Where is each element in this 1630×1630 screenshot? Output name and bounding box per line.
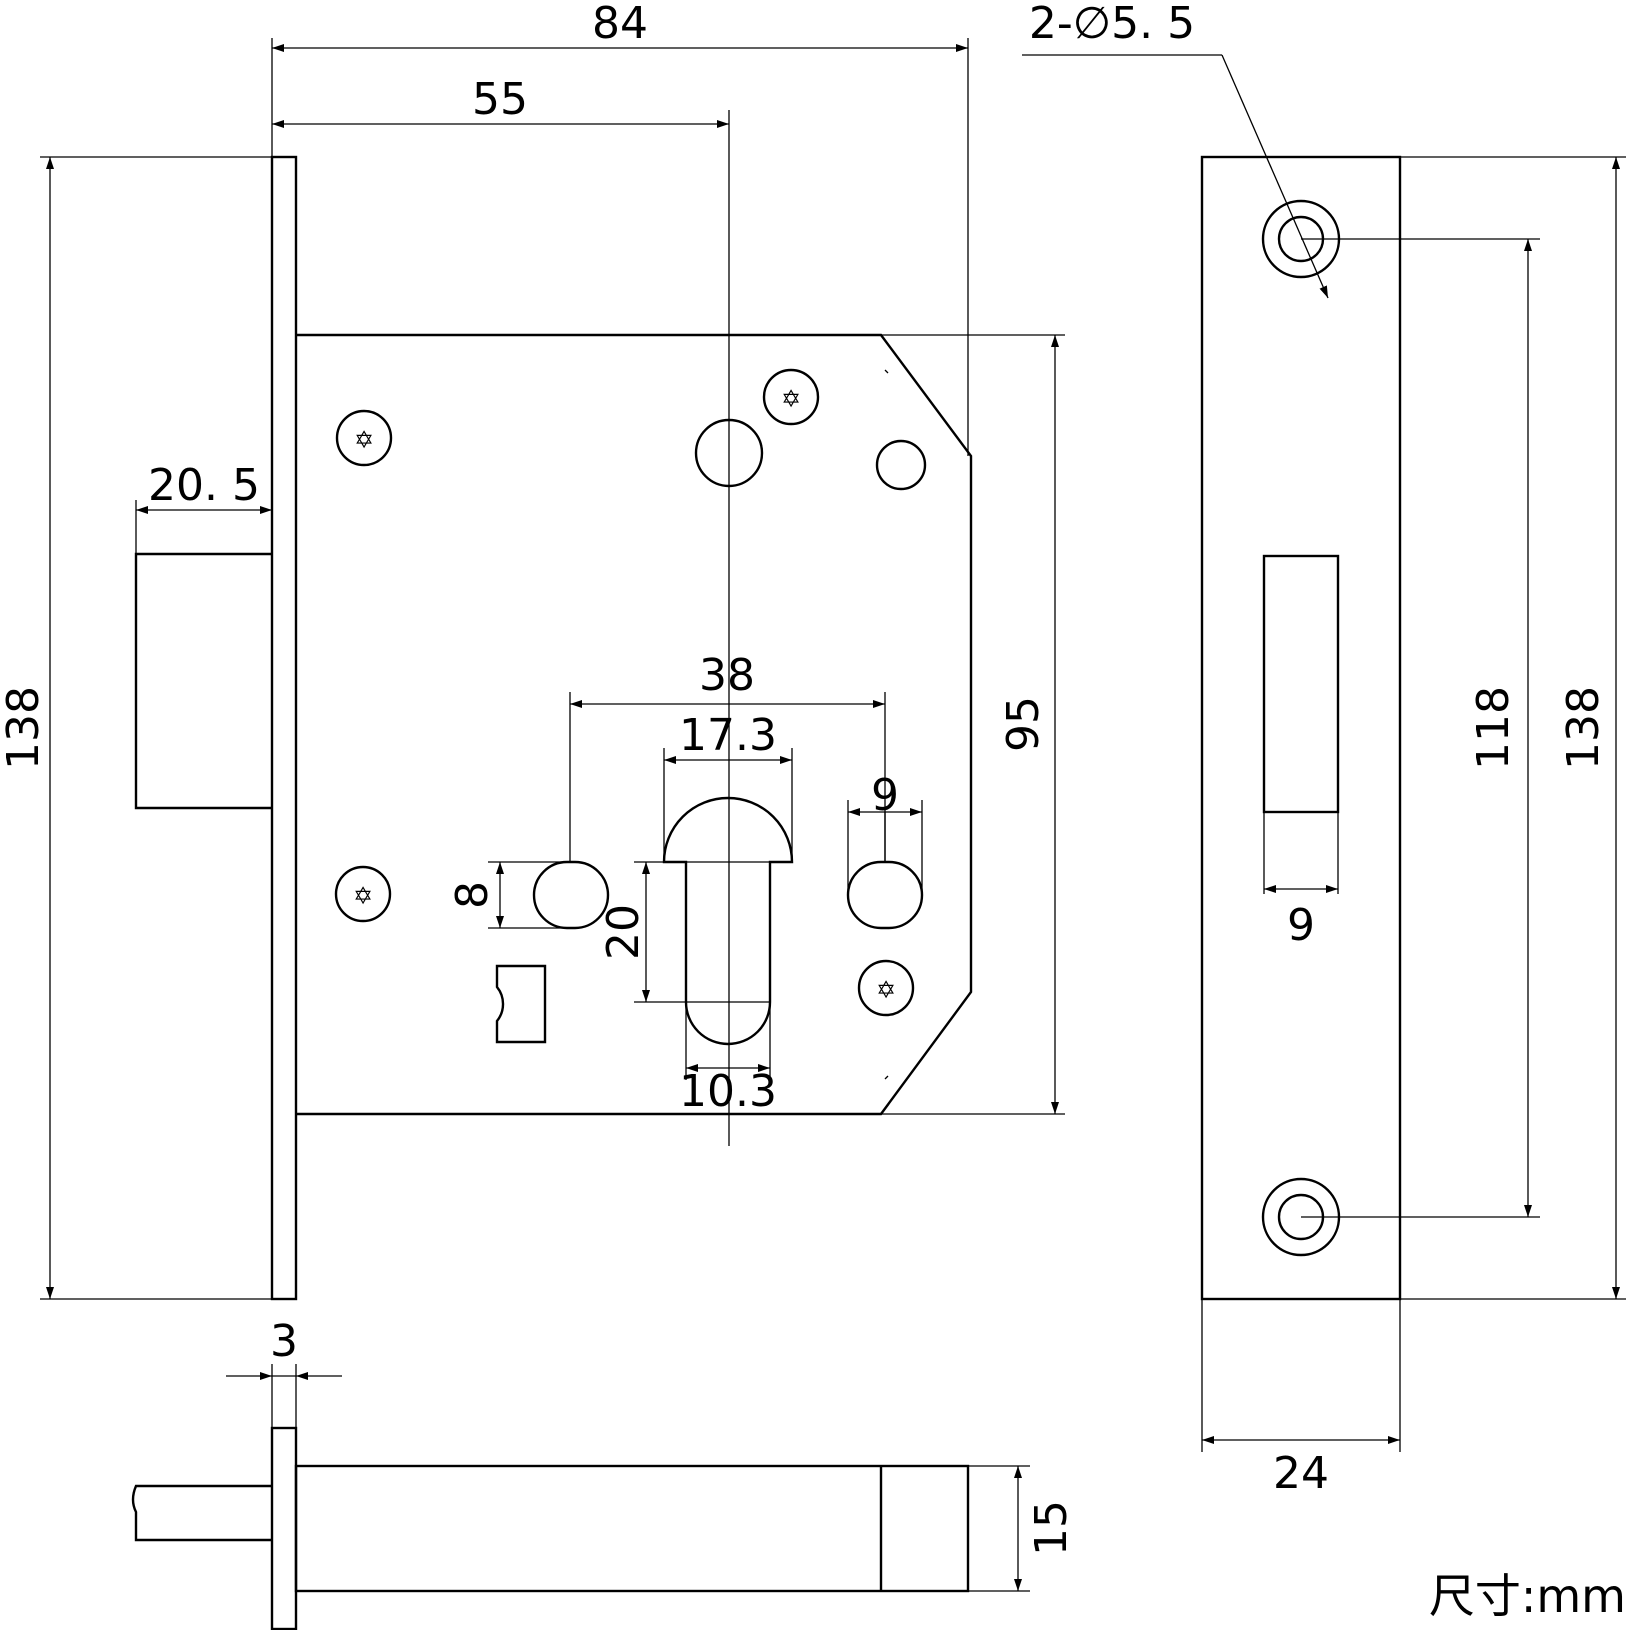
- dim-backset: 55: [472, 74, 528, 125]
- dim-case-height: 95: [998, 696, 1049, 752]
- dim-strike-height: 138: [1558, 686, 1609, 770]
- dim-strike-slot-width: 9: [1287, 900, 1315, 951]
- screw-top-right: ✡: [762, 368, 820, 426]
- dim-cylinder-bottom-width: 10.3: [679, 1066, 777, 1117]
- dim-cylinder-top-width: 17.3: [679, 710, 777, 761]
- lock-case-outline: [296, 333, 973, 1116]
- dim-cylinder-slot-height: 20: [598, 904, 649, 960]
- dim-right-hole-width: 9: [871, 770, 899, 821]
- star-icon: ✡: [353, 882, 373, 910]
- latch-side: [131, 1484, 272, 1542]
- dim-bolt-throw: 20. 5: [148, 460, 260, 511]
- dim-case-depth: 15: [1026, 1500, 1077, 1556]
- dim-left-hole-height: 8: [447, 881, 498, 909]
- screw-bottom-right: ✡: [857, 959, 915, 1017]
- dim-strike-width: 24: [1273, 1448, 1329, 1499]
- case-side: [294, 1464, 970, 1593]
- dim-cam-to-hole: 38: [699, 650, 755, 701]
- dim-strike-hole-spec: 2-∅5. 5: [1029, 0, 1195, 49]
- strike-plate-view: 9 2-∅5. 5 118 138 24: [1022, 0, 1626, 1499]
- front-dimensions: 84 55 138 20. 5 95 38 17.3 9: [0, 0, 1065, 1300]
- dim-faceplate-thickness: 3: [270, 1316, 298, 1367]
- dim-strike-hole-spacing: 118: [1468, 686, 1519, 770]
- lock-front-view: ✡ ✡ ✡ ✡: [134, 110, 973, 1301]
- right-oval-hole: [846, 860, 924, 930]
- star-icon: ✡: [781, 385, 801, 413]
- small-hole: [875, 439, 927, 491]
- star-icon: ✡: [876, 976, 896, 1004]
- screw-bottom-left: ✡: [334, 865, 392, 923]
- dim-faceplate-height: 138: [0, 686, 49, 770]
- left-oval-hole: [532, 860, 610, 930]
- units-label: 尺寸:mm: [1429, 1569, 1626, 1623]
- strike-slot: [1262, 554, 1340, 814]
- screw-top-left: ✡: [335, 409, 393, 467]
- faceplate-side: [270, 1426, 298, 1630]
- lever-notch: [495, 964, 547, 1044]
- dim-overall-width: 84: [592, 0, 648, 49]
- star-icon: ✡: [354, 426, 374, 454]
- cylinder-cutout: [662, 796, 794, 1046]
- latch-bolt: [134, 552, 272, 810]
- strike-plate: [1200, 155, 1402, 1301]
- lock-side-view: 3 15: [131, 1316, 1077, 1630]
- faceplate-front: [270, 155, 298, 1301]
